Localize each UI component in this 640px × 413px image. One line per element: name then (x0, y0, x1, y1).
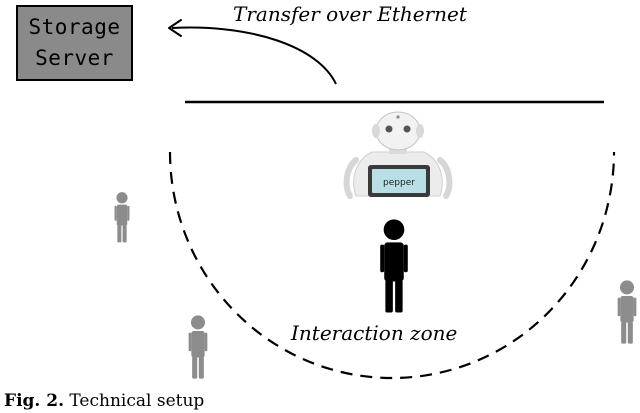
tablet-label: pepper (383, 178, 415, 188)
interaction-zone-arc (168, 151, 616, 380)
transfer-label: Transfer over Ethernet (233, 2, 467, 26)
person-icon-bottom-left (188, 315, 208, 379)
person-icon-center (380, 219, 408, 313)
pepper-robot-icon: pepper (343, 111, 453, 199)
caption-prefix: Fig. 2. (4, 391, 64, 411)
interaction-zone-label: Interaction zone (291, 321, 458, 345)
server-label-line2: Server (35, 46, 114, 70)
person-icon-left (114, 192, 130, 243)
arrow-head-icon (168, 19, 182, 37)
curved-arrow-icon (171, 26, 337, 85)
figure-caption: Fig. 2. Technical setup (4, 391, 204, 411)
server-label-line1: Storage (28, 15, 121, 39)
caption-text: Technical setup (69, 391, 205, 411)
storage-server-box: Storage Server (16, 5, 133, 81)
person-icon-right (617, 280, 637, 344)
